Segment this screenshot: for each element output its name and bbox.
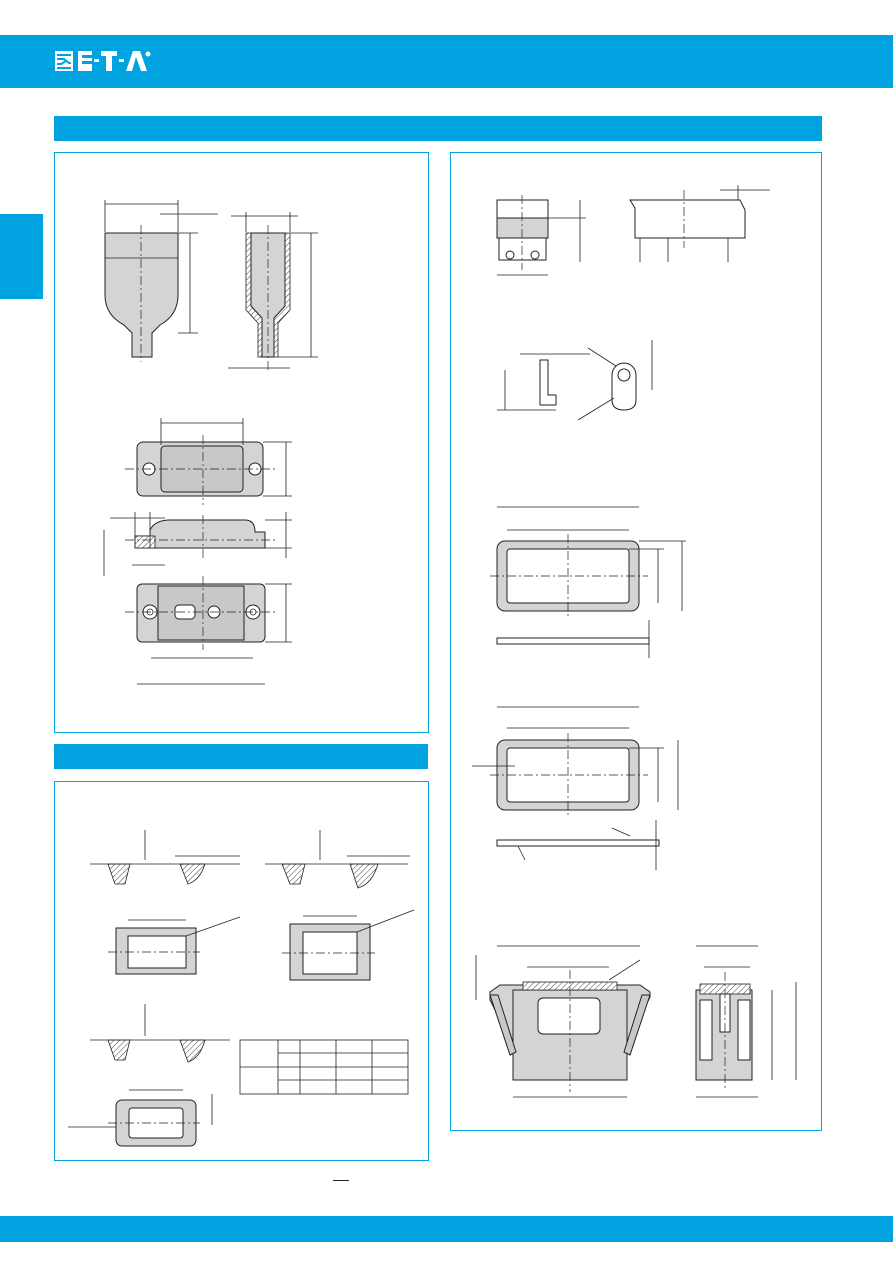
front-frame-2: [472, 706, 679, 870]
bracket-views: [497, 340, 653, 421]
housing-side-view: [695, 945, 797, 1098]
terminal-front-view: [496, 195, 586, 276]
holder-side-view: [103, 512, 292, 576]
holder-top-view: [125, 418, 292, 505]
header-bar: [0, 35, 893, 88]
section-title-bar-left-lower: [54, 744, 428, 769]
footer-bar: [0, 1216, 893, 1242]
front-frame-1: [490, 506, 686, 658]
chapter-tab: [0, 214, 43, 299]
holder-bottom-view: [125, 576, 292, 685]
cutout-plans: [68, 909, 415, 1147]
cap-front-view: [104, 200, 218, 362]
page-number-rule: [333, 1180, 349, 1181]
cutout-sections: [90, 830, 410, 1063]
fta-logo: [55, 51, 151, 71]
housing-front-view: [475, 945, 651, 1098]
section-title-bar-top: [54, 116, 822, 141]
terminal-side-view: [629, 185, 770, 262]
dimension-table: [239, 1039, 409, 1095]
cap-section-view: [228, 212, 318, 370]
